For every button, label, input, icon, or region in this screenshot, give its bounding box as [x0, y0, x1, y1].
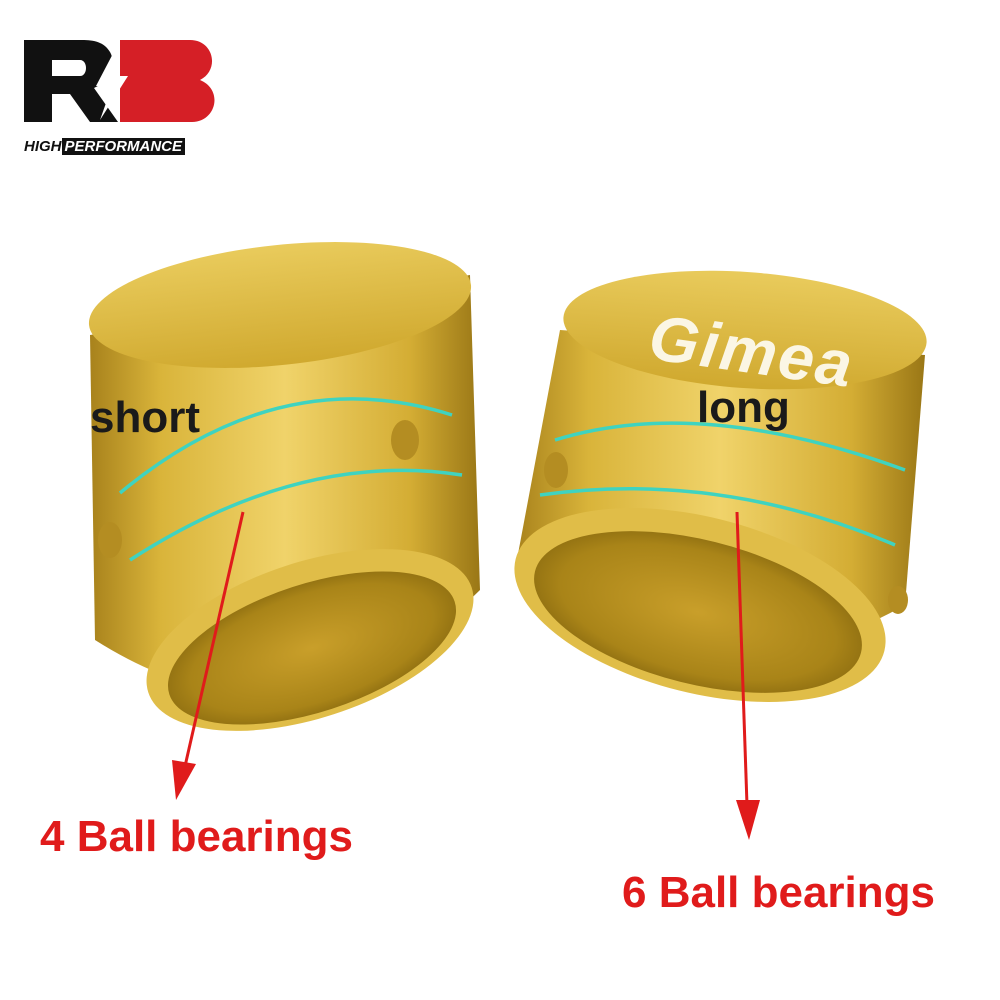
right-stripe-upper	[554, 421, 906, 472]
logo-bolt-shape	[96, 44, 128, 120]
left-cylinder-top	[88, 242, 472, 368]
left-stripe-lower	[129, 468, 463, 562]
logo-tagline-suffix: PERFORMANCE	[61, 138, 186, 155]
left-ball-bearing-1	[391, 420, 419, 460]
caption-left: 4 Ball bearings	[40, 812, 354, 861]
brand-logo	[24, 40, 215, 122]
right-cylinder-bore-inner	[534, 531, 862, 693]
label-long: long	[697, 383, 790, 432]
logo-b-shape	[120, 40, 215, 122]
right-stripe-lower	[539, 487, 896, 547]
right-ball-bearing-2	[888, 586, 908, 614]
left-cylinder	[88, 242, 480, 731]
left-ball-bearing-2	[98, 522, 122, 558]
right-arrow	[735, 511, 760, 840]
logo-r-shape	[24, 40, 118, 122]
right-cylinder	[514, 270, 927, 702]
caption-right: 6 Ball bearings	[622, 868, 936, 917]
right-ball-bearing-1	[544, 452, 568, 488]
label-short: short	[90, 393, 200, 442]
left-cylinder-bore-inner	[167, 571, 457, 725]
logo-tagline-prefix: HIGH	[24, 138, 62, 155]
left-stripe-upper	[118, 397, 453, 495]
left-arrow	[172, 511, 245, 800]
right-cylinder-top	[563, 270, 927, 390]
